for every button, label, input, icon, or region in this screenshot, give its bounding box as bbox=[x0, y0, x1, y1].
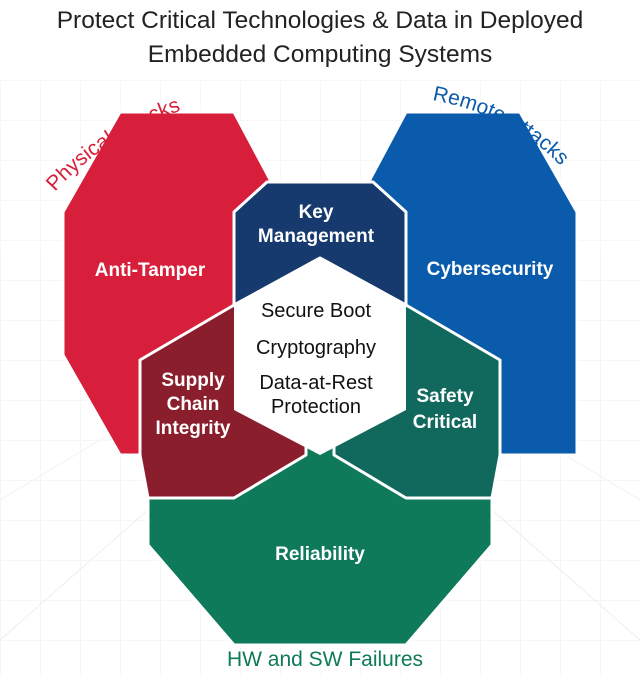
hw-sw-failures-label: HW and SW Failures bbox=[227, 648, 423, 671]
safety-critical-label-line1: Safety bbox=[416, 386, 473, 407]
title-line-1: Protect Critical Technologies & Data in … bbox=[56, 7, 584, 34]
anti-tamper-label: Anti-Tamper bbox=[95, 260, 206, 281]
cybersecurity-label: Cybersecurity bbox=[427, 259, 554, 280]
center-item-protection: Protection bbox=[271, 396, 361, 418]
reliability-label: Reliability bbox=[275, 544, 365, 565]
supply-chain-label-line2: Chain bbox=[167, 394, 220, 415]
safety-critical-label-line2: Critical bbox=[413, 412, 477, 433]
key-management-region bbox=[232, 180, 408, 307]
diagram-title: Protect Critical Technologies & Data in … bbox=[0, 4, 640, 72]
supply-chain-label-line1: Supply bbox=[161, 370, 225, 391]
center-item-cryptography: Cryptography bbox=[256, 337, 376, 359]
supply-chain-label-line3: Integrity bbox=[156, 418, 231, 439]
key-management-label-line2: Management bbox=[258, 226, 375, 247]
title-line-2: Embedded Computing Systems bbox=[147, 41, 493, 68]
center-item-data-at-rest: Data-at-Rest bbox=[259, 372, 373, 394]
center-item-secure-boot: Secure Boot bbox=[261, 300, 372, 322]
key-management-label-line1: Key bbox=[299, 202, 334, 223]
center-region bbox=[234, 258, 406, 455]
